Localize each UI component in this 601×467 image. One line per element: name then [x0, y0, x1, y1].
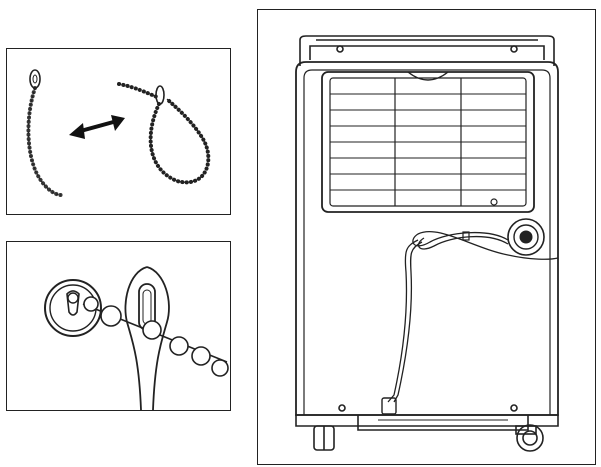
chain-end-ring — [29, 69, 41, 89]
caster-wheel-left — [313, 425, 335, 451]
chain-loop-panel — [6, 48, 231, 215]
hook-detail-panel — [6, 241, 231, 411]
chain-loop-drawing — [26, 69, 211, 197]
hook-eye — [44, 279, 102, 337]
power-cord — [381, 230, 559, 415]
unit-rear-drawing — [295, 35, 559, 452]
caster-wheel-right — [515, 424, 544, 452]
chain-loop — [117, 82, 211, 185]
unit-body — [295, 61, 559, 416]
bead-chain-straight — [27, 87, 62, 196]
air-grille — [321, 71, 535, 213]
bead-chain-closeup — [82, 296, 229, 377]
handle — [299, 35, 555, 66]
unit-base — [295, 404, 559, 431]
double-arrow-icon — [69, 115, 125, 139]
cord-reel — [507, 218, 545, 256]
unit-rear-panel — [257, 9, 596, 465]
hook-detail-drawing — [44, 266, 229, 411]
